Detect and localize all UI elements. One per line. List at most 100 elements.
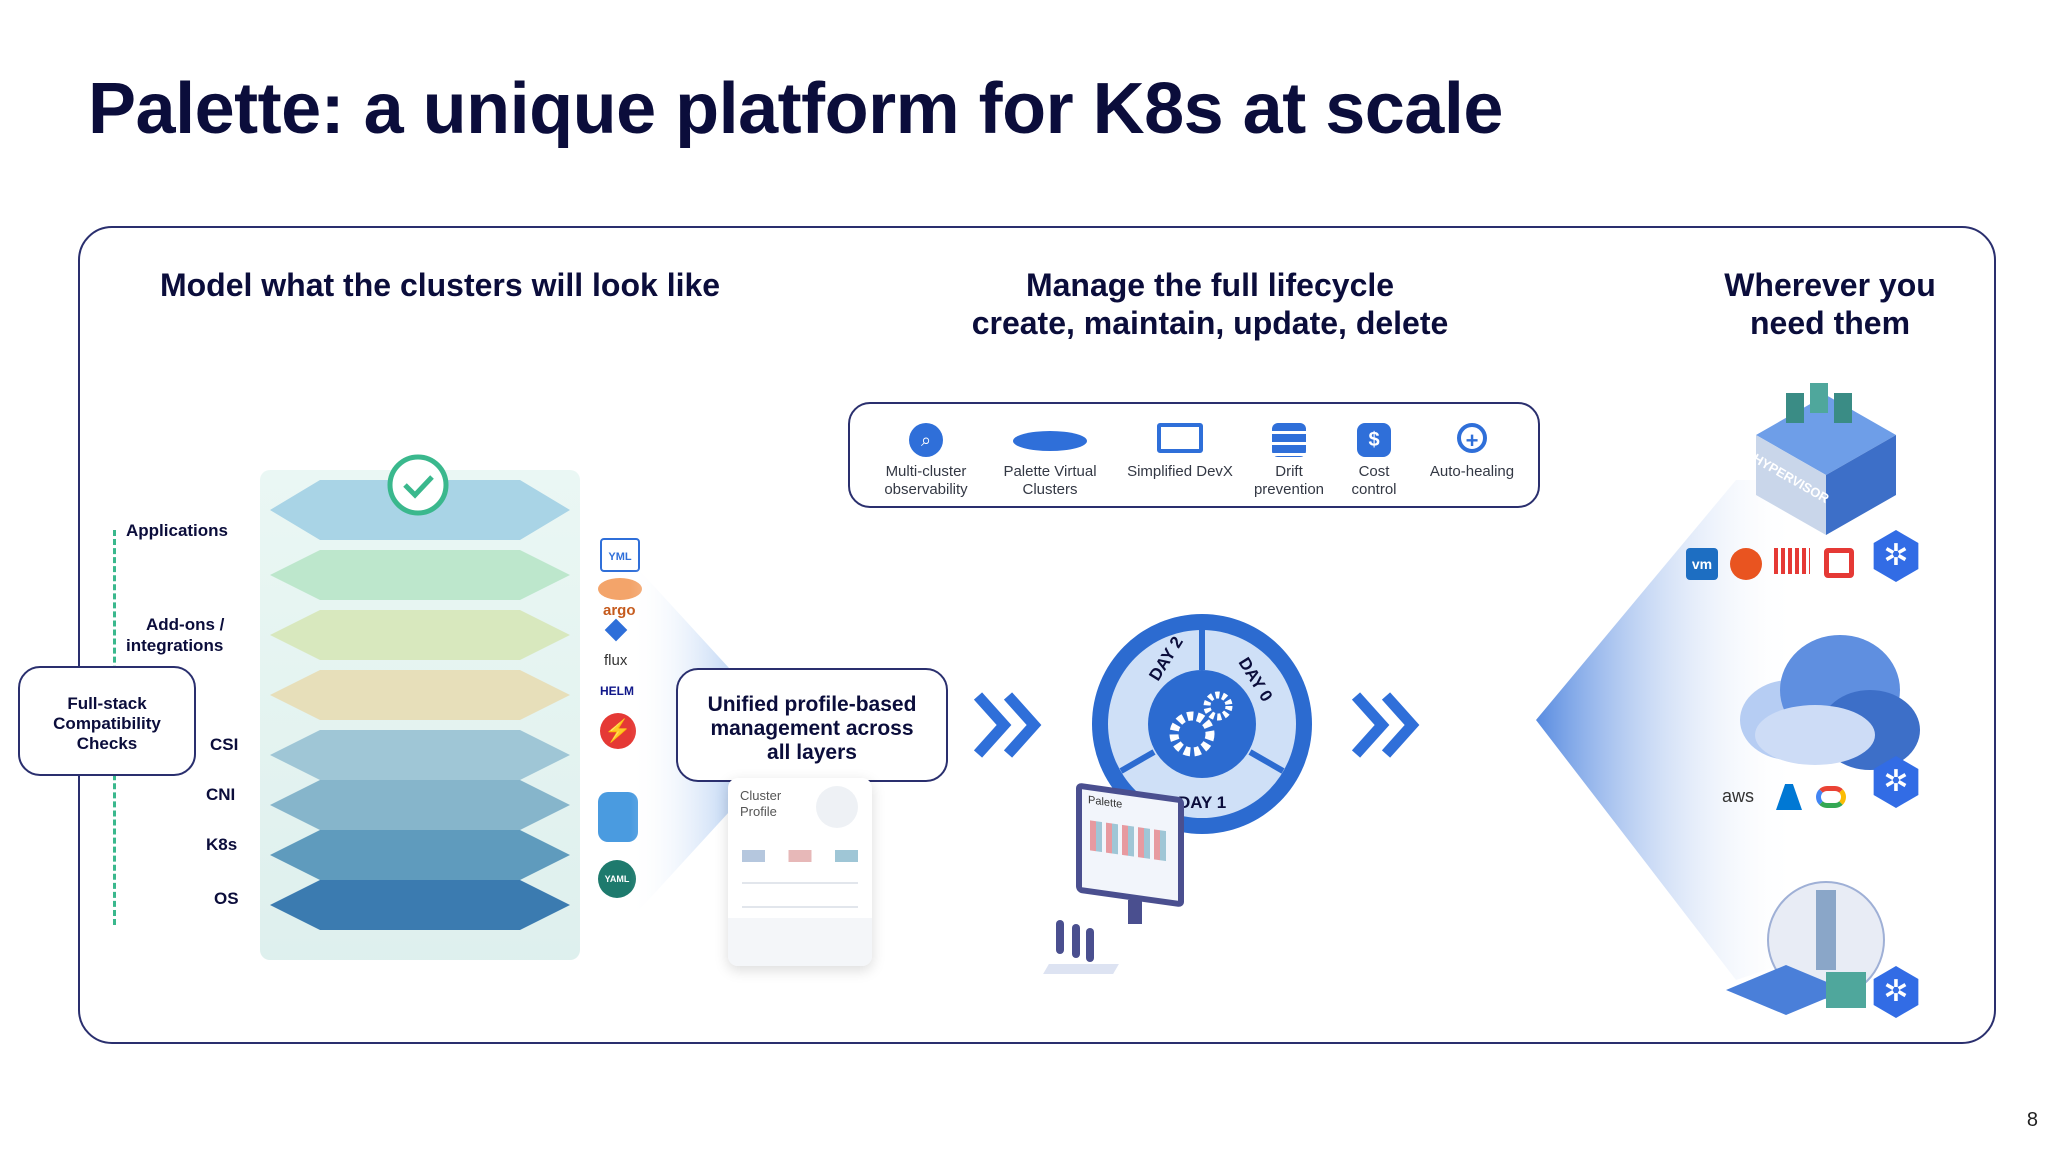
features-bar (848, 402, 1540, 508)
light-beam-right (1536, 480, 1796, 980)
profile-stack-icon (816, 786, 858, 828)
argo-label: argo (603, 602, 636, 619)
unified-management-box: Unified profile-based management across … (676, 668, 948, 782)
checks-line2: Compatibility (53, 714, 161, 733)
chevron-stroke-1 (973, 692, 1012, 758)
layer-label-applications: Applications (126, 521, 229, 540)
gcp-logo-icon (1816, 786, 1846, 808)
monitor-icon (1157, 423, 1203, 453)
yaml-icon: YAML (598, 860, 636, 898)
cluster-profile-title: Cluster Profile (740, 788, 781, 820)
unified-line3: all layers (767, 741, 857, 764)
profile-formula (742, 850, 858, 862)
lifecycle-day-ring: DAY 2 DAY 0 DAY 1 (1092, 614, 1312, 834)
feature-drift-line2: prevention (1253, 481, 1325, 498)
redhat-logo-icon (1824, 548, 1854, 578)
gear-icon-large (1169, 711, 1215, 757)
flux-label: flux (604, 652, 628, 669)
feature-drift: Drift prevention (1246, 423, 1332, 499)
layer-label-addons: Add-ons / integrations (126, 614, 224, 656)
feature-autohealing: + Auto-healing (1418, 423, 1526, 481)
stack-layer-green-1 (270, 550, 570, 600)
edge-tower (1816, 890, 1836, 970)
feature-devx: Simplified DevX (1118, 423, 1242, 481)
feature-virtual-clusters-line2: Clusters (1022, 481, 1078, 498)
layer-label-cni: CNI (206, 785, 236, 804)
slide-title: Palette: a unique platform for K8s at sc… (88, 69, 1503, 149)
feature-cost-line1: Cost (1358, 463, 1390, 480)
chevron-right-icon-left (973, 692, 1042, 758)
layer-label-addons-line2: integrations (126, 636, 224, 655)
server-left (1756, 435, 1826, 535)
cluster-profile-line2: Profile (740, 804, 777, 819)
feature-virtual-clusters-line1: Palette Virtual (1003, 463, 1097, 480)
unified-line1: Unified profile-based (707, 693, 917, 716)
checks-line3: Checks (76, 734, 138, 753)
feature-autohealing-line1: Auto-healing (1429, 463, 1515, 480)
container-block-1 (1786, 393, 1804, 423)
layer-stack-illustration (260, 454, 580, 960)
model-heading: Model what the clusters will look like (159, 267, 721, 303)
wherever-heading-line2: need them (1749, 305, 1911, 341)
stack-layer-k8s (270, 830, 570, 880)
monitor-stand (1128, 900, 1142, 924)
lifecycle-heading: Manage the full lifecycle create, mainta… (920, 266, 1500, 342)
feature-virtual-clusters: Palette Virtual Clusters (990, 423, 1110, 499)
stack-layer-csi (270, 730, 570, 780)
database-icon (1272, 423, 1306, 457)
kubernetes-logo-icon-3: ✲ (1873, 966, 1919, 1018)
check-circle-icon (387, 454, 449, 516)
chevron-stroke-2 (1003, 692, 1042, 758)
feature-observability: ⌕ Multi-cluster observability (877, 423, 975, 499)
dollar-gear-icon: $ (1357, 423, 1391, 457)
vmware-logo-icon: vm (1686, 548, 1718, 580)
feature-observability-line2: observability (884, 481, 968, 498)
lifecycle-heading-line2: create, maintain, update, delete (971, 305, 1449, 341)
gear-icon-small (1203, 691, 1233, 721)
kubernetes-logo-icon-2: ✲ (1873, 756, 1919, 808)
container-block-2 (1810, 383, 1828, 413)
day-divider-2 (1119, 749, 1156, 774)
beam-right-shape (1536, 480, 1796, 980)
feature-cost-line2: control (1351, 481, 1397, 498)
feature-observability-line1: Multi-cluster (885, 463, 967, 480)
page-number: 8 (2026, 1109, 2038, 1131)
chevron-stroke-3 (1351, 692, 1390, 758)
virtual-clusters-icon (1013, 431, 1087, 451)
feature-cost: $ Cost control (1338, 423, 1410, 499)
wherever-heading-line1: Wherever you (1724, 267, 1936, 303)
monitor-chart (1090, 820, 1170, 862)
lifecycle-heading-line1: Manage the full lifecycle (1025, 267, 1395, 303)
ubuntu-logo-icon (1730, 548, 1762, 580)
cluster-profile-line1: Cluster (740, 788, 782, 803)
yml-file-icon: YML (600, 538, 640, 572)
layer-label-addons-line1: Add-ons / (146, 615, 225, 634)
aws-logo-icon: aws (1722, 786, 1755, 806)
wherever-heading: Wherever you need them (1700, 266, 1960, 342)
cloud-puff-4 (1755, 705, 1875, 765)
people-icon (1043, 920, 1120, 980)
layer-label-k8s: K8s (206, 835, 238, 854)
palette-monitor-illustration: Palette (1076, 782, 1184, 908)
edge-illustration (1726, 881, 1885, 1015)
feature-drift-line1: Drift (1275, 463, 1303, 480)
day-divider-3 (1248, 749, 1285, 774)
day1-label: DAY 1 (1178, 793, 1226, 812)
stack-layer-cni (270, 780, 570, 830)
openstack-logo-icon (1774, 548, 1810, 574)
stack-layer-tan (270, 670, 570, 720)
checks-line1: Full-stack (67, 694, 147, 713)
edge-router (1726, 965, 1846, 1015)
cloud-illustration (1740, 635, 1920, 770)
server-right (1826, 435, 1896, 535)
profile-footer (728, 918, 872, 966)
chevron-stroke-4 (1381, 692, 1420, 758)
compatibility-checks-box: Full-stack Compatibility Checks (18, 666, 196, 776)
hypervisor-server-illustration: HYPERVISOR (1751, 383, 1896, 535)
feature-devx-line1: Simplified DevX (1127, 463, 1233, 480)
checkmark-icon (403, 475, 434, 499)
main-frame (78, 226, 1996, 1044)
container-block-3 (1834, 393, 1852, 423)
stack-layer-yellow (270, 610, 570, 660)
kubernetes-logo-icon-1: ✲ (1873, 530, 1919, 582)
